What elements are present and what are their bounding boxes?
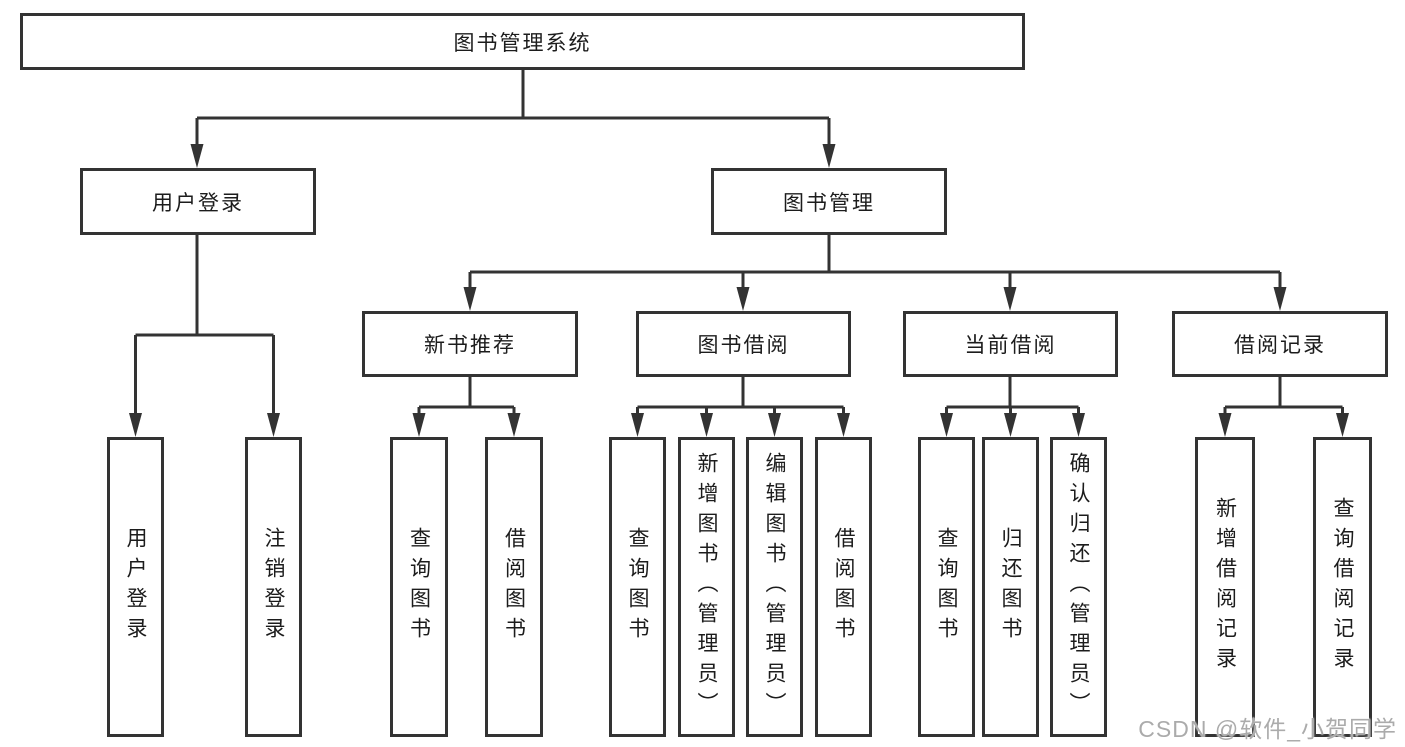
- leaf-user-login: 用户登录: [107, 437, 164, 737]
- leaf-edit-books-admin: 编辑图书（管理员）: [746, 437, 803, 737]
- leaf-add-borrow-record: 新增借阅记录: [1195, 437, 1255, 737]
- node-current-borrowing: 当前借阅: [903, 311, 1118, 377]
- leaf-borrow-books-2: 借阅图书: [815, 437, 872, 737]
- leaf-query-books-3: 查询图书: [918, 437, 975, 737]
- node-root-library-system: 图书管理系统: [20, 13, 1025, 70]
- leaf-query-borrow-record: 查询借阅记录: [1313, 437, 1372, 737]
- node-borrowing-records: 借阅记录: [1172, 311, 1388, 377]
- node-book-borrowing: 图书借阅: [636, 311, 851, 377]
- leaf-confirm-return-admin: 确认归还（管理员）: [1050, 437, 1107, 737]
- leaf-query-books-1: 查询图书: [390, 437, 448, 737]
- node-user-login-branch: 用户登录: [80, 168, 316, 235]
- leaf-add-books-admin: 新增图书（管理员）: [678, 437, 735, 737]
- csdn-watermark: CSDN @软件_小贺同学: [1138, 716, 1397, 742]
- leaf-return-books: 归还图书: [982, 437, 1039, 737]
- leaf-logout: 注销登录: [245, 437, 302, 737]
- node-book-management-branch: 图书管理: [711, 168, 947, 235]
- node-new-book-recommend: 新书推荐: [362, 311, 578, 377]
- leaf-borrow-books-1: 借阅图书: [485, 437, 543, 737]
- leaf-query-books-2: 查询图书: [609, 437, 666, 737]
